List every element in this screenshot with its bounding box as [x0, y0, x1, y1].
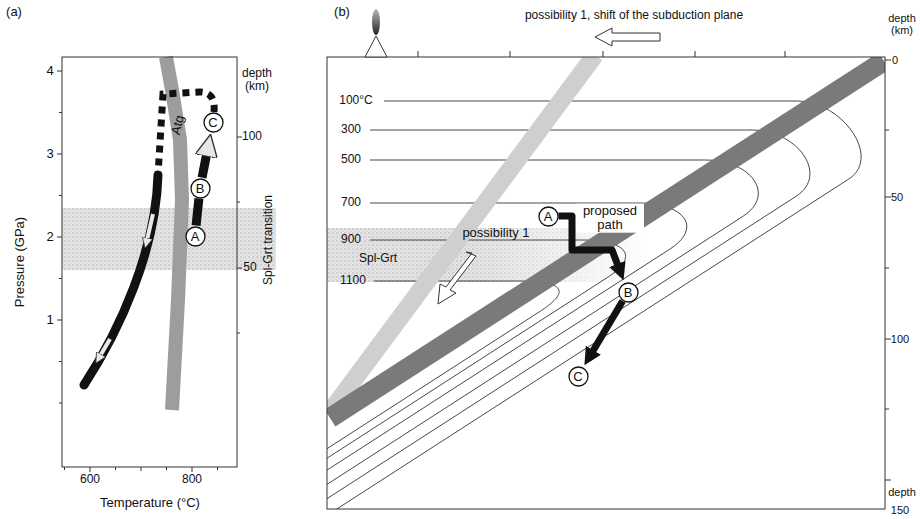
figure-label: 3 [46, 147, 53, 161]
axis-ticks [57, 71, 242, 472]
point-letter: A [544, 210, 553, 223]
figure-label: 150 [891, 504, 909, 516]
figure-label: depth (km) [239, 67, 275, 93]
pt-path [84, 92, 214, 385]
point-circle: A [185, 226, 206, 247]
figure-label: (a) [6, 5, 22, 19]
point-letter: C [573, 370, 582, 383]
figure-label: 50 [891, 191, 903, 203]
figure-label: depth (km) [885, 12, 919, 36]
figure-label: 100°C [339, 94, 373, 107]
path-arrow [202, 152, 207, 178]
plot-frame [62, 57, 237, 467]
path-arrow [196, 198, 199, 225]
figure-label: Spl-Grt transition [262, 195, 275, 285]
figure-label: depth [888, 486, 916, 498]
figure-label: Temperature (°C) [100, 496, 200, 510]
figure-label: 50 [243, 261, 256, 274]
figure-label: 600 [80, 473, 100, 486]
path-arrow [592, 301, 623, 353]
figure-label: 0 [892, 54, 898, 66]
figure-label: (b) [334, 5, 350, 19]
figure-label: Pressure (GPa) [13, 217, 27, 307]
slab [330, 61, 884, 418]
figure-label: 700 [341, 196, 361, 209]
figure-label: 4 [46, 64, 53, 78]
point-circle: B [618, 282, 639, 303]
figure-label: 1 [46, 313, 53, 327]
figure-label: possibility 1 [460, 226, 532, 240]
figure-label: 1100 [340, 274, 366, 287]
shift-arrow [595, 28, 660, 46]
point-letter: A [191, 230, 200, 243]
figure-label: 100 [242, 130, 262, 143]
plot-frame [327, 57, 885, 509]
point-letter: B [624, 286, 633, 299]
point-letter: B [196, 182, 205, 195]
point-circle: B [190, 178, 211, 199]
point-letter: C [208, 116, 217, 129]
isotherm-line [327, 240, 626, 509]
atg-band [166, 57, 182, 410]
point-circle: A [538, 206, 559, 227]
volcano-icon [365, 9, 387, 57]
figure-label: 900 [341, 233, 361, 246]
point-circle: C [203, 112, 224, 133]
figure-label: Spl-Grt [359, 252, 397, 265]
figure-label: 2 [46, 230, 53, 244]
figure-label: 800 [182, 473, 202, 486]
figure-label: possibility 1, shift of the subduction p… [525, 9, 743, 22]
possibility-arrow [438, 252, 476, 304]
figure-label: 500 [341, 153, 361, 166]
figure-label: 300 [341, 123, 361, 136]
figure-label: proposed path [576, 204, 644, 233]
figure-label: 100 [891, 333, 909, 345]
shifted-slab [330, 57, 595, 412]
axis-ticks [418, 51, 891, 480]
point-circle: C [568, 366, 589, 387]
